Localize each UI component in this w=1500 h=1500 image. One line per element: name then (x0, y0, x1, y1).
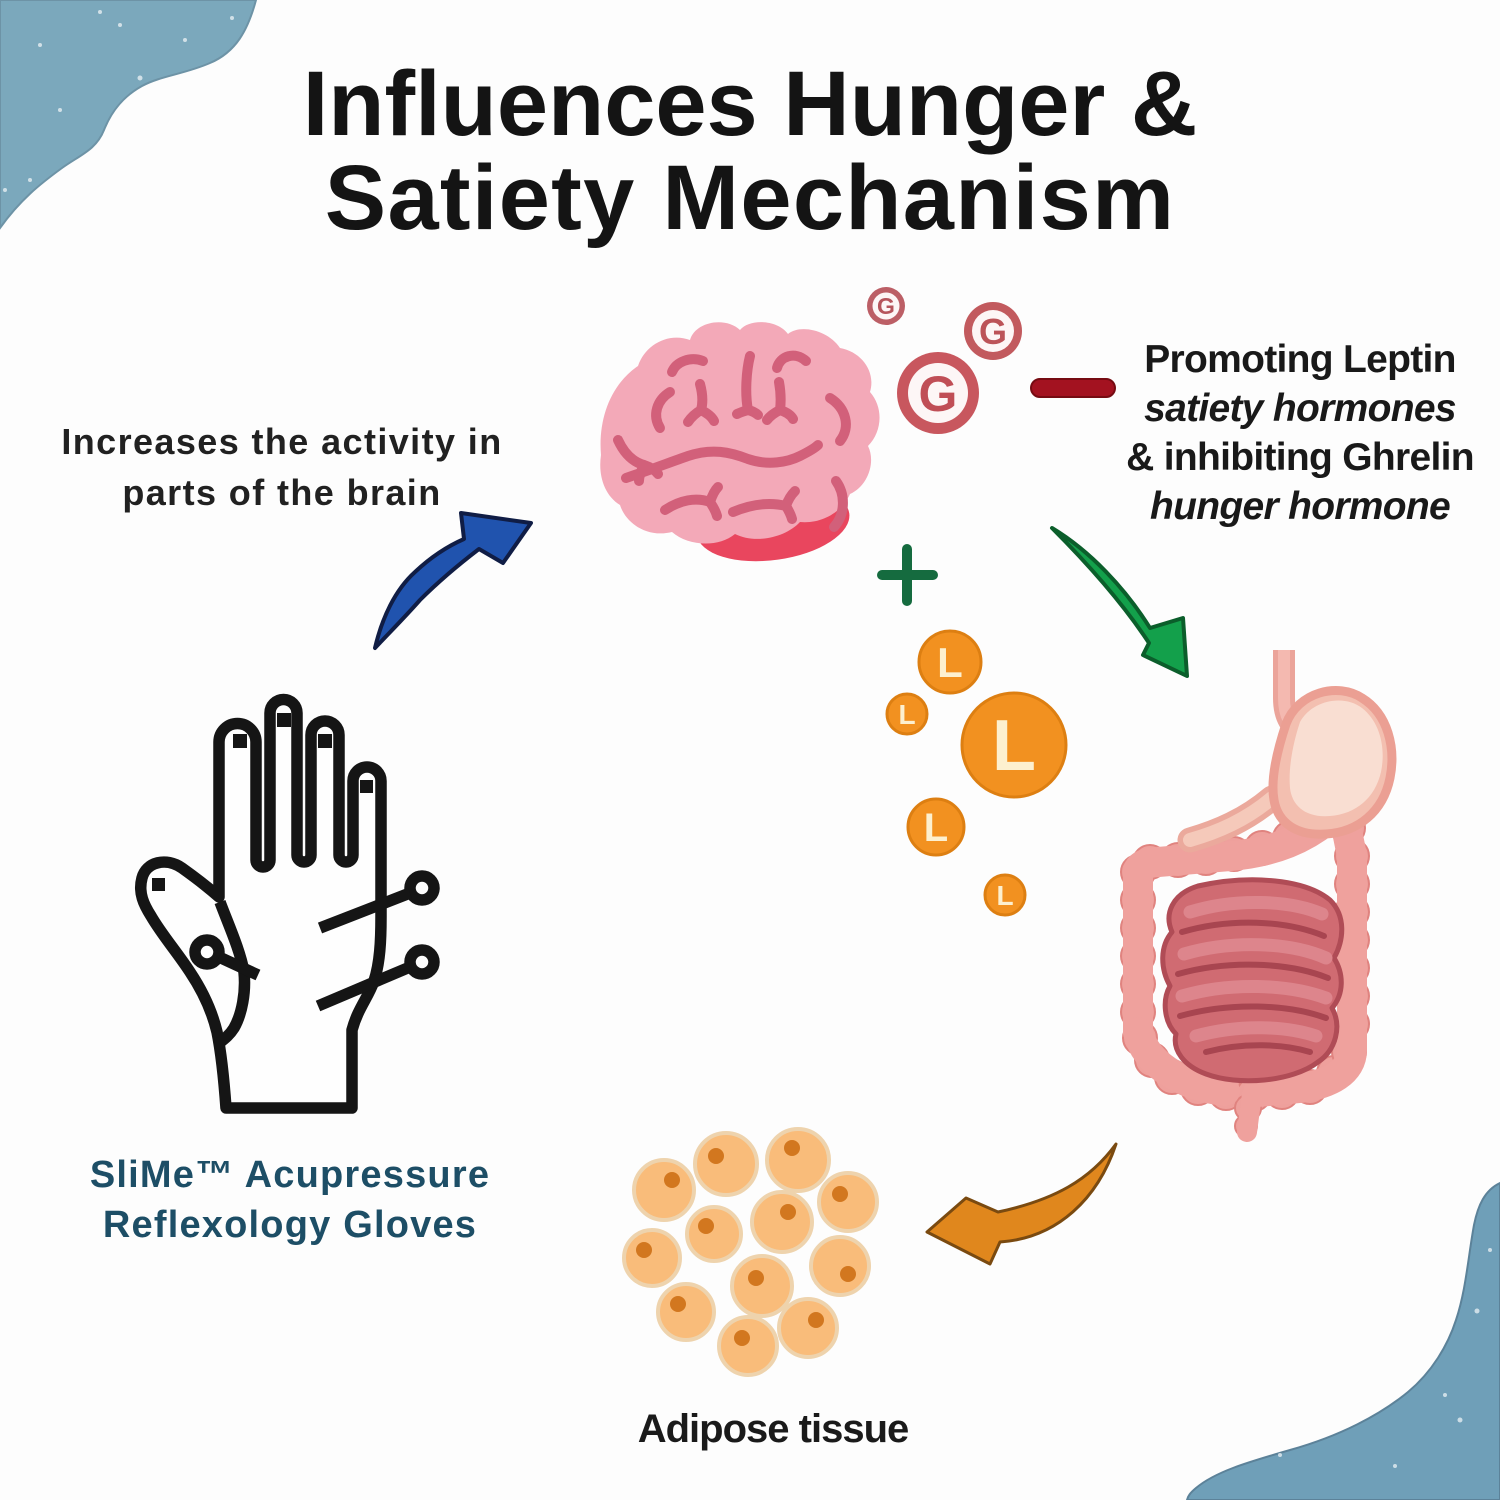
svg-text:L: L (992, 706, 1036, 786)
svg-text:L: L (996, 880, 1013, 911)
svg-text:L: L (898, 699, 915, 730)
svg-text:L: L (937, 639, 963, 686)
svg-text:G: G (979, 311, 1007, 352)
svg-text:G: G (877, 293, 895, 319)
svg-text:L: L (924, 806, 948, 850)
svg-text:G: G (919, 366, 958, 422)
